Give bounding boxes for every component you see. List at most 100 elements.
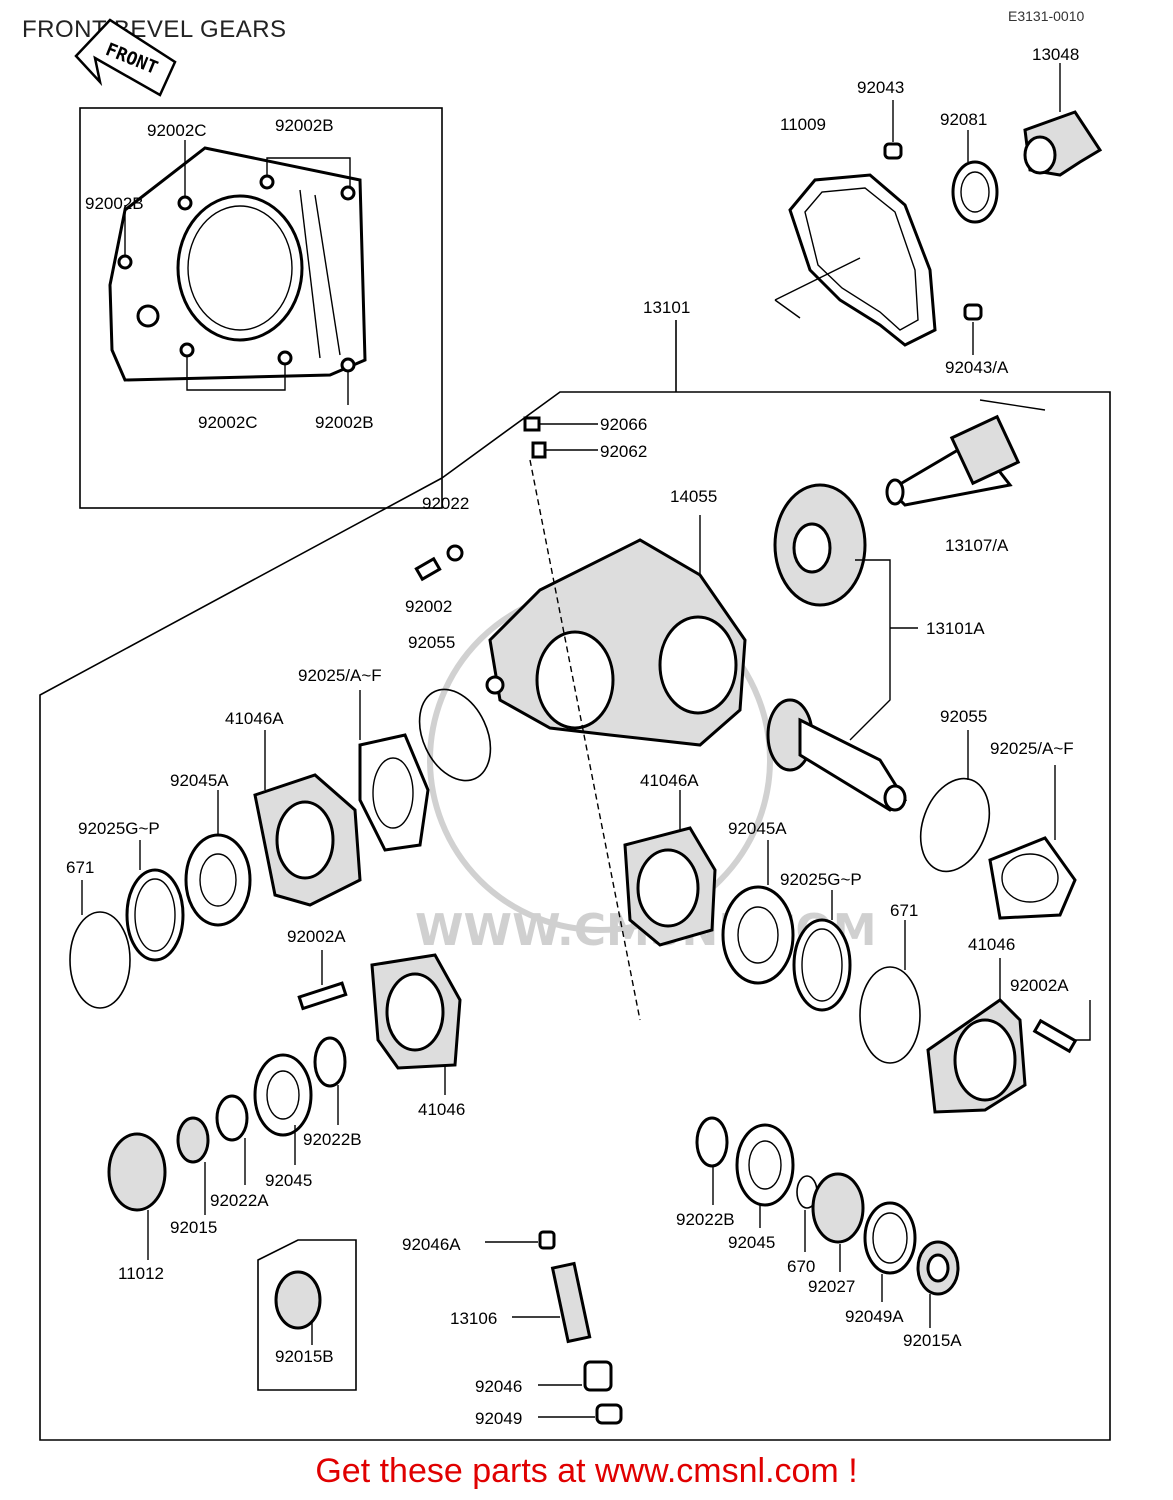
label-92015: 92015	[170, 1218, 217, 1237]
label-13048: 13048	[1032, 45, 1079, 64]
label-670: 670	[787, 1257, 815, 1276]
label-92022: 92022	[422, 494, 469, 513]
label-41046-b: 41046	[418, 1100, 465, 1119]
part-13107A-shaft	[885, 399, 1046, 507]
part-92055-oring-left	[418, 688, 492, 782]
label-13106: 13106	[450, 1309, 497, 1328]
part-671-oring-left	[69, 880, 131, 1009]
label-92049A: 92049A	[845, 1307, 904, 1326]
label-92002B-b: 92002B	[85, 194, 144, 213]
part-92066-plug	[523, 416, 598, 432]
diagram-code: E3131-0010	[1008, 8, 1085, 24]
part-92055-oring-right	[919, 730, 991, 873]
part-92045A-bearing-right	[721, 840, 795, 985]
part-41046A-retainer-left	[253, 730, 362, 907]
label-92025AF-a: 92025/A~F	[298, 666, 382, 685]
part-92022-washer	[446, 544, 464, 562]
exploded-parts-diagram: FRONT WWW.CMSNL.COM	[39, 18, 1111, 1441]
label-92002A-b: 92002A	[1010, 976, 1069, 995]
part-92025AF-shim-left	[358, 690, 430, 852]
part-92015-nut	[176, 1116, 210, 1215]
label-92046: 92046	[475, 1377, 522, 1396]
part-92045-bearing-left	[253, 1053, 313, 1165]
label-92002C-a: 92002C	[147, 121, 207, 140]
label-14055: 14055	[670, 487, 717, 506]
label-92046A: 92046A	[402, 1235, 461, 1254]
label-92081: 92081	[940, 110, 987, 129]
label-92027: 92027	[808, 1277, 855, 1296]
label-13101: 13101	[643, 298, 690, 317]
part-41046-retainer-right	[926, 958, 1027, 1114]
label-92025GP-b: 92025G~P	[780, 870, 862, 889]
part-92025GP-shim-right	[792, 890, 852, 1012]
label-92022A: 92022A	[210, 1191, 269, 1210]
part-92022A-shim	[215, 1094, 249, 1185]
label-11012: 11012	[118, 1264, 164, 1283]
part-92022B-shim-right	[695, 1116, 729, 1205]
label-41046A-a: 41046A	[225, 709, 284, 728]
part-92046-bushing	[538, 1360, 613, 1392]
label-92055-a: 92055	[408, 633, 455, 652]
part-92002A-bolt-right	[1032, 1000, 1091, 1054]
label-92045-a: 92045	[265, 1171, 312, 1190]
part-92025GP-shim-left	[125, 840, 185, 962]
label-671-a: 671	[66, 858, 94, 877]
part-13048-joint	[1023, 63, 1103, 177]
part-92081-spring	[951, 130, 999, 224]
diagram-title: FRONT BEVEL GEARS	[22, 16, 287, 43]
label-11009: 11009	[780, 115, 826, 134]
front-arrow-tag: FRONT	[74, 18, 177, 97]
part-13106-pinion-shaft	[512, 1261, 592, 1344]
label-92022B-b: 92022B	[676, 1210, 735, 1229]
label-92002A-a: 92002A	[287, 927, 346, 946]
part-92046A-sleeve	[485, 1230, 556, 1250]
label-41046A-b: 41046A	[640, 771, 699, 790]
label-92002C-b: 92002C	[198, 413, 258, 432]
label-92062: 92062	[600, 442, 647, 461]
part-41046A-retainer-right	[623, 790, 717, 947]
part-13101A-bevel-gear-lower	[766, 698, 908, 812]
label-671-b: 671	[890, 901, 918, 920]
label-92015A: 92015A	[903, 1331, 962, 1350]
label-92045-b: 92045	[728, 1233, 775, 1252]
part-92002-bolt	[414, 556, 442, 582]
label-92045A-a: 92045A	[170, 771, 229, 790]
part-14055-gear-case	[485, 515, 747, 747]
label-92049: 92049	[475, 1409, 522, 1428]
label-92002: 92002	[405, 597, 452, 616]
part-92015A-nut	[916, 1240, 960, 1328]
label-13101A: 13101A	[926, 619, 985, 638]
part-92015B-inset	[257, 1239, 357, 1391]
label-92022B-a: 92022B	[303, 1130, 362, 1149]
part-92045A-bearing-left	[184, 790, 252, 927]
label-92066: 92066	[600, 415, 647, 434]
part-92049-seal	[538, 1403, 623, 1425]
part-92062-plug	[531, 441, 598, 459]
label-92043A: 92043/A	[945, 358, 1009, 377]
label-92015B: 92015B	[275, 1347, 334, 1366]
label-92002B-c: 92002B	[315, 413, 374, 432]
part-92025AF-shim-right	[988, 765, 1077, 920]
part-92002A-bolt-left	[297, 950, 348, 1011]
label-92025GP-a: 92025G~P	[78, 819, 160, 838]
part-11009-gasket	[774, 173, 937, 347]
part-671-oring-right	[859, 920, 921, 1064]
part-13101A-bevel-gear-upper	[773, 483, 867, 607]
label-92045A-b: 92045A	[728, 819, 787, 838]
part-92049A-seal	[863, 1201, 917, 1302]
inset-cover-box	[79, 107, 443, 509]
label-92025AF-b: 92025/A~F	[990, 739, 1074, 758]
label-41046-a: 41046	[968, 935, 1015, 954]
part-92045-bearing-right	[735, 1123, 795, 1228]
label-92043: 92043	[857, 78, 904, 97]
part-92043A-dowel	[963, 303, 983, 355]
part-11012-cap	[107, 1132, 167, 1260]
label-92002B-a: 92002B	[275, 116, 334, 135]
part-92043-dowel	[883, 100, 903, 160]
label-92055-b: 92055	[940, 707, 987, 726]
part-92022B-shim-left	[313, 1036, 347, 1125]
part-41046-retainer-left	[370, 953, 462, 1095]
label-13107A: 13107/A	[945, 536, 1009, 555]
footer-link[interactable]: Get these parts at www.cmsnl.com !	[315, 1452, 858, 1490]
part-92027-collar	[811, 1172, 865, 1272]
